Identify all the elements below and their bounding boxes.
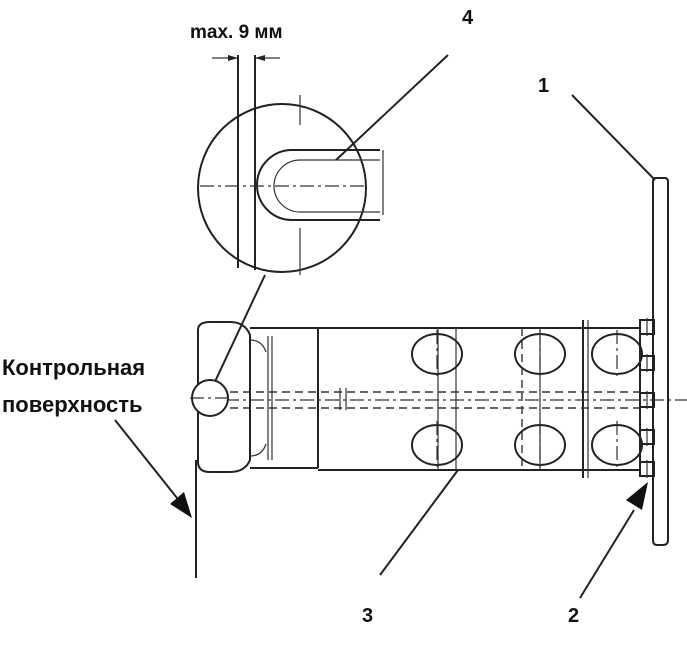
leader-2	[579, 509, 635, 599]
leader-3	[379, 469, 459, 576]
detail-leader-line	[211, 274, 266, 389]
bolt-row	[639, 318, 655, 478]
reference-label-line2: поверхность	[2, 392, 143, 417]
callout-1: 1	[538, 75, 549, 97]
reference-label-line1: Контрольная	[2, 355, 145, 380]
leader-2-arrowhead	[626, 482, 648, 510]
leader-4	[335, 54, 449, 161]
dimension-marker	[212, 55, 280, 61]
dimension-label: max. 9 мм	[190, 22, 283, 43]
callout-4: 4	[462, 7, 474, 29]
callout-3: 3	[362, 605, 373, 627]
leader-1	[571, 94, 656, 181]
reference-arrow-shaft	[114, 419, 186, 509]
reference-arrow-head	[170, 492, 192, 518]
callout-2: 2	[568, 605, 579, 627]
detail-view-circle	[197, 55, 384, 275]
shaft-assembly	[197, 320, 687, 478]
mounting-plate	[652, 177, 669, 546]
